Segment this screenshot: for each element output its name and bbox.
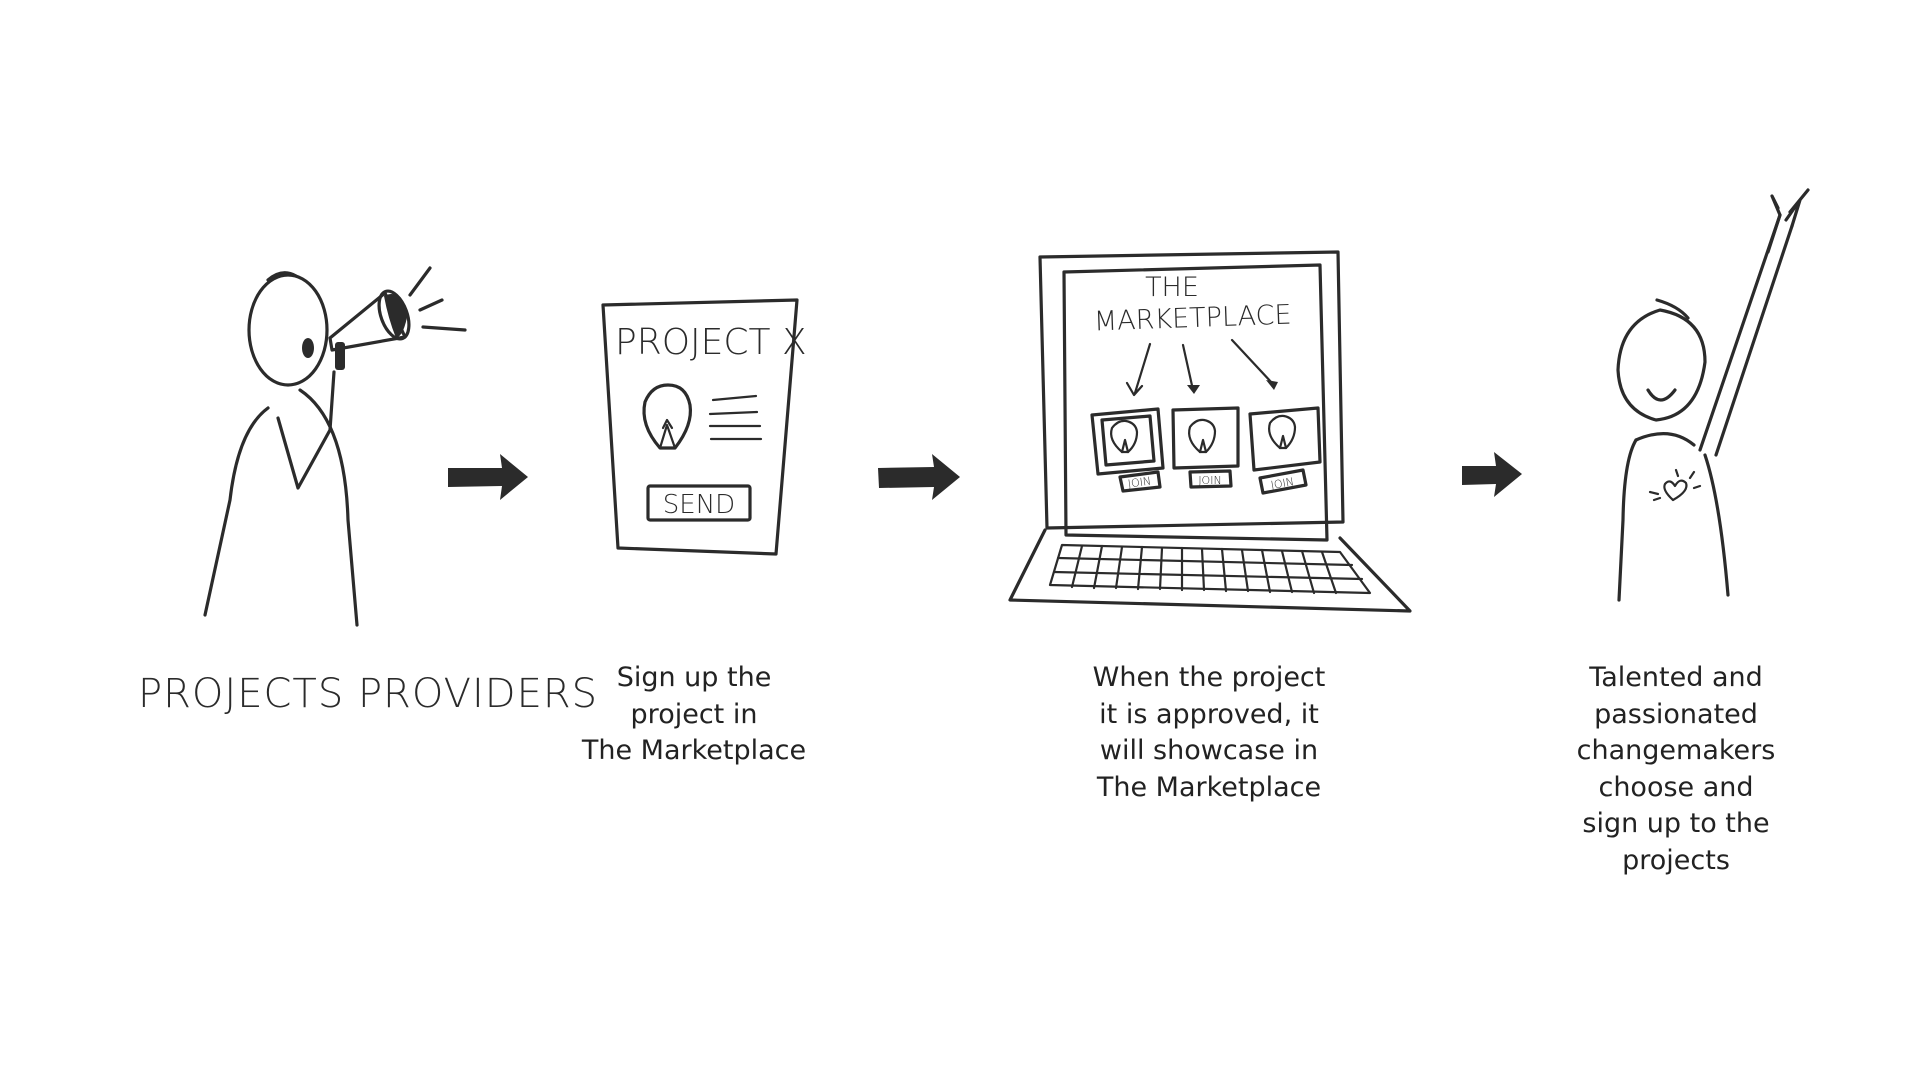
person-body-left xyxy=(1617,438,1638,602)
project-document: PROJECT X SEND xyxy=(601,298,807,556)
step-3-caption: When the project it is approved, it will… xyxy=(1092,662,1326,803)
sound-line-icon xyxy=(421,325,467,332)
person-body-right xyxy=(1703,453,1730,597)
laptop-lid xyxy=(1038,250,1345,530)
pointer-arrows xyxy=(1125,338,1278,397)
marketplace-title-line1: THE xyxy=(1145,272,1199,303)
card-tag: JOIN xyxy=(1270,475,1295,492)
step-4-caption: Talented and passionated changemakers ch… xyxy=(1576,662,1776,876)
document-sheet xyxy=(601,298,799,556)
keyboard-icon xyxy=(1048,543,1372,595)
laptop: THE MARKETPLACE JOIN xyxy=(1008,250,1412,613)
person-head xyxy=(1616,308,1707,422)
person-arm xyxy=(276,370,336,490)
marketplace-title-line2: MARKETPLACE xyxy=(1093,300,1292,338)
step-2-caption: Sign up the project in The Marketplace xyxy=(581,662,807,766)
heart-icon xyxy=(1648,468,1702,502)
laptop-screen xyxy=(1062,263,1329,542)
lightbulb-icon xyxy=(1268,414,1297,450)
lightbulb-icon xyxy=(1188,418,1217,454)
person-raising-hand xyxy=(1616,188,1810,602)
marketplace-card: JOIN xyxy=(1171,406,1240,489)
document-title: PROJECT X xyxy=(615,322,807,363)
person-eye xyxy=(302,338,314,358)
person-with-megaphone xyxy=(203,266,467,627)
person-body-left xyxy=(203,406,270,617)
person-body-right xyxy=(298,388,359,627)
card-tag: JOIN xyxy=(1198,474,1221,487)
card-tag: JOIN xyxy=(1127,474,1152,490)
lightbulb-icon xyxy=(642,383,693,450)
arrow-right-icon xyxy=(878,454,960,500)
projects-providers-label: PROJECTS PROVIDERS xyxy=(138,671,598,717)
arrow-right-icon xyxy=(448,454,528,500)
marketplace-card: JOIN xyxy=(1248,406,1322,495)
send-button-label: SEND xyxy=(663,490,735,520)
arrow-right-icon xyxy=(1462,452,1522,497)
marketplace-card: JOIN xyxy=(1090,407,1165,493)
person-head xyxy=(247,273,329,387)
send-button: SEND xyxy=(646,484,752,522)
person-arm-raised xyxy=(1698,194,1782,452)
sound-line-icon xyxy=(408,266,432,297)
laptop-base xyxy=(1008,528,1412,613)
person-smile xyxy=(1646,388,1677,402)
megaphone-icon xyxy=(328,289,411,370)
sound-line-icon xyxy=(418,298,444,312)
text-lines-icon xyxy=(708,394,763,441)
lightbulb-icon xyxy=(1110,419,1139,454)
